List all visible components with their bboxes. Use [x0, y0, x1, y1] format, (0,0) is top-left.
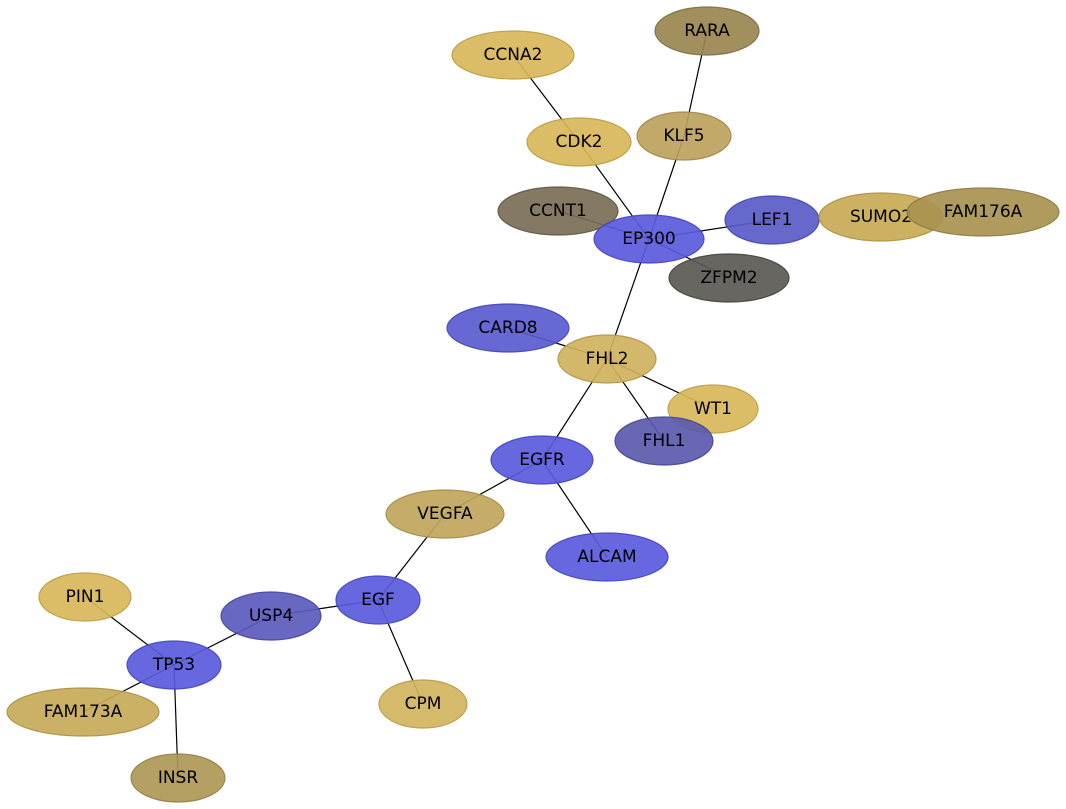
node-shape[interactable]	[451, 30, 575, 80]
node-fam173a[interactable]: FAM173A	[6, 687, 160, 737]
node-egf[interactable]: EGF	[335, 575, 421, 625]
node-shape[interactable]	[38, 572, 132, 622]
node-usp4[interactable]: USP4	[220, 591, 322, 641]
node-ep300[interactable]: EP300	[593, 214, 705, 264]
node-shape[interactable]	[906, 187, 1060, 237]
node-shape[interactable]	[526, 117, 632, 167]
node-shape[interactable]	[6, 687, 160, 737]
node-label: USP4	[249, 606, 293, 626]
node-shape[interactable]	[654, 6, 760, 56]
node-shape[interactable]	[557, 334, 657, 384]
node-shape[interactable]	[446, 303, 570, 353]
node-ccna2[interactable]: CCNA2	[451, 30, 575, 80]
node-cdk2[interactable]: CDK2	[526, 117, 632, 167]
node-label: FHL1	[643, 431, 686, 451]
node-fhl2[interactable]: FHL2	[557, 334, 657, 384]
node-label: FHL2	[586, 349, 629, 369]
node-label: PIN1	[66, 587, 105, 607]
node-zfpm2[interactable]: ZFPM2	[668, 253, 790, 303]
node-label: SUMO2	[850, 207, 912, 227]
node-ccnt1[interactable]: CCNT1	[497, 186, 619, 236]
node-shape[interactable]	[385, 489, 505, 539]
node-label: EGFR	[519, 450, 565, 470]
node-label: CPM	[405, 694, 442, 714]
node-label: CCNT1	[529, 201, 587, 221]
node-shape[interactable]	[636, 111, 732, 161]
node-label: FAM173A	[44, 702, 123, 722]
node-label: TP53	[152, 655, 195, 675]
node-egfr[interactable]: EGFR	[490, 435, 594, 485]
node-cpm[interactable]: CPM	[378, 679, 468, 729]
node-shape[interactable]	[545, 532, 669, 582]
node-label: VEGFA	[417, 504, 473, 524]
node-shape[interactable]	[378, 679, 468, 729]
node-label: ZFPM2	[700, 268, 757, 288]
node-shape[interactable]	[220, 591, 322, 641]
node-shape[interactable]	[497, 186, 619, 236]
node-label: CCNA2	[484, 45, 543, 65]
node-alcam[interactable]: ALCAM	[545, 532, 669, 582]
node-card8[interactable]: CARD8	[446, 303, 570, 353]
node-shape[interactable]	[130, 753, 226, 803]
node-rara[interactable]: RARA	[654, 6, 760, 56]
node-label: WT1	[694, 399, 732, 419]
node-shape[interactable]	[490, 435, 594, 485]
node-label: CDK2	[556, 132, 603, 152]
node-shape[interactable]	[126, 640, 222, 690]
node-label: FAM176A	[944, 202, 1023, 222]
node-label: CARD8	[478, 318, 537, 338]
node-label: LEF1	[752, 210, 793, 230]
node-shape[interactable]	[335, 575, 421, 625]
node-shape[interactable]	[593, 214, 705, 264]
node-fhl1[interactable]: FHL1	[614, 416, 714, 466]
node-fam176a[interactable]: FAM176A	[906, 187, 1060, 237]
node-label: EGF	[361, 590, 395, 610]
node-shape[interactable]	[614, 416, 714, 466]
node-klf5[interactable]: KLF5	[636, 111, 732, 161]
node-shape[interactable]	[668, 253, 790, 303]
node-label: RARA	[684, 21, 730, 41]
node-insr[interactable]: INSR	[130, 753, 226, 803]
node-vegfa[interactable]: VEGFA	[385, 489, 505, 539]
node-label: INSR	[158, 768, 199, 788]
node-tp53[interactable]: TP53	[126, 640, 222, 690]
node-lef1[interactable]: LEF1	[724, 195, 820, 245]
node-pin1[interactable]: PIN1	[38, 572, 132, 622]
node-label: EP300	[622, 229, 675, 249]
node-label: KLF5	[663, 126, 704, 146]
node-label: ALCAM	[577, 547, 636, 567]
